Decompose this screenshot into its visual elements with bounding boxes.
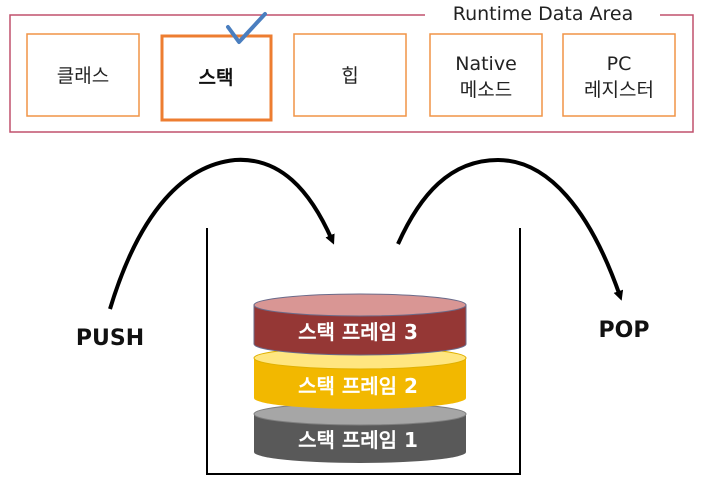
runtime-data-area: Runtime Data Area 클래스 스택 힙 Native 메소드 PC… xyxy=(9,3,694,133)
memory-box-native-method: Native 메소드 xyxy=(429,33,543,117)
checkmark-icon xyxy=(226,12,267,44)
memory-box-stack-label: 스택 xyxy=(199,67,234,89)
memory-box-pc-register: PC 레지스터 xyxy=(562,33,676,117)
runtime-area-border xyxy=(9,14,694,133)
memory-box-pc-line2: 레지스터 xyxy=(584,79,654,101)
memory-box-class-label: 클래스 xyxy=(57,65,109,87)
stack-frame-2-label: 스택 프레임 2 xyxy=(298,374,418,398)
stack-frame-1: 스택 프레임 1 xyxy=(253,402,467,463)
memory-box-native-line2: 메소드 xyxy=(460,79,512,101)
memory-box-heap-label: 힙 xyxy=(341,65,358,87)
stack-frame-1-label: 스택 프레임 1 xyxy=(298,428,418,452)
stack-frame-2: 스택 프레임 2 xyxy=(253,346,467,409)
stack-frame-3-label: 스택 프레임 3 xyxy=(298,320,418,344)
runtime-area-title: Runtime Data Area xyxy=(453,3,634,25)
pop-label: POP xyxy=(599,318,650,343)
memory-box-native-line1: Native xyxy=(455,53,517,75)
memory-box-class: 클래스 xyxy=(26,33,140,117)
stack-container xyxy=(206,228,521,475)
push-arrow xyxy=(108,157,335,310)
memory-box-pc-line1: PC xyxy=(607,53,632,75)
memory-box-heap: 힙 xyxy=(293,33,407,117)
memory-box-stack: 스택 xyxy=(160,34,273,122)
stack-frame-3: 스택 프레임 3 xyxy=(253,293,467,356)
push-label: PUSH xyxy=(76,326,144,351)
pop-arrow xyxy=(396,157,624,301)
